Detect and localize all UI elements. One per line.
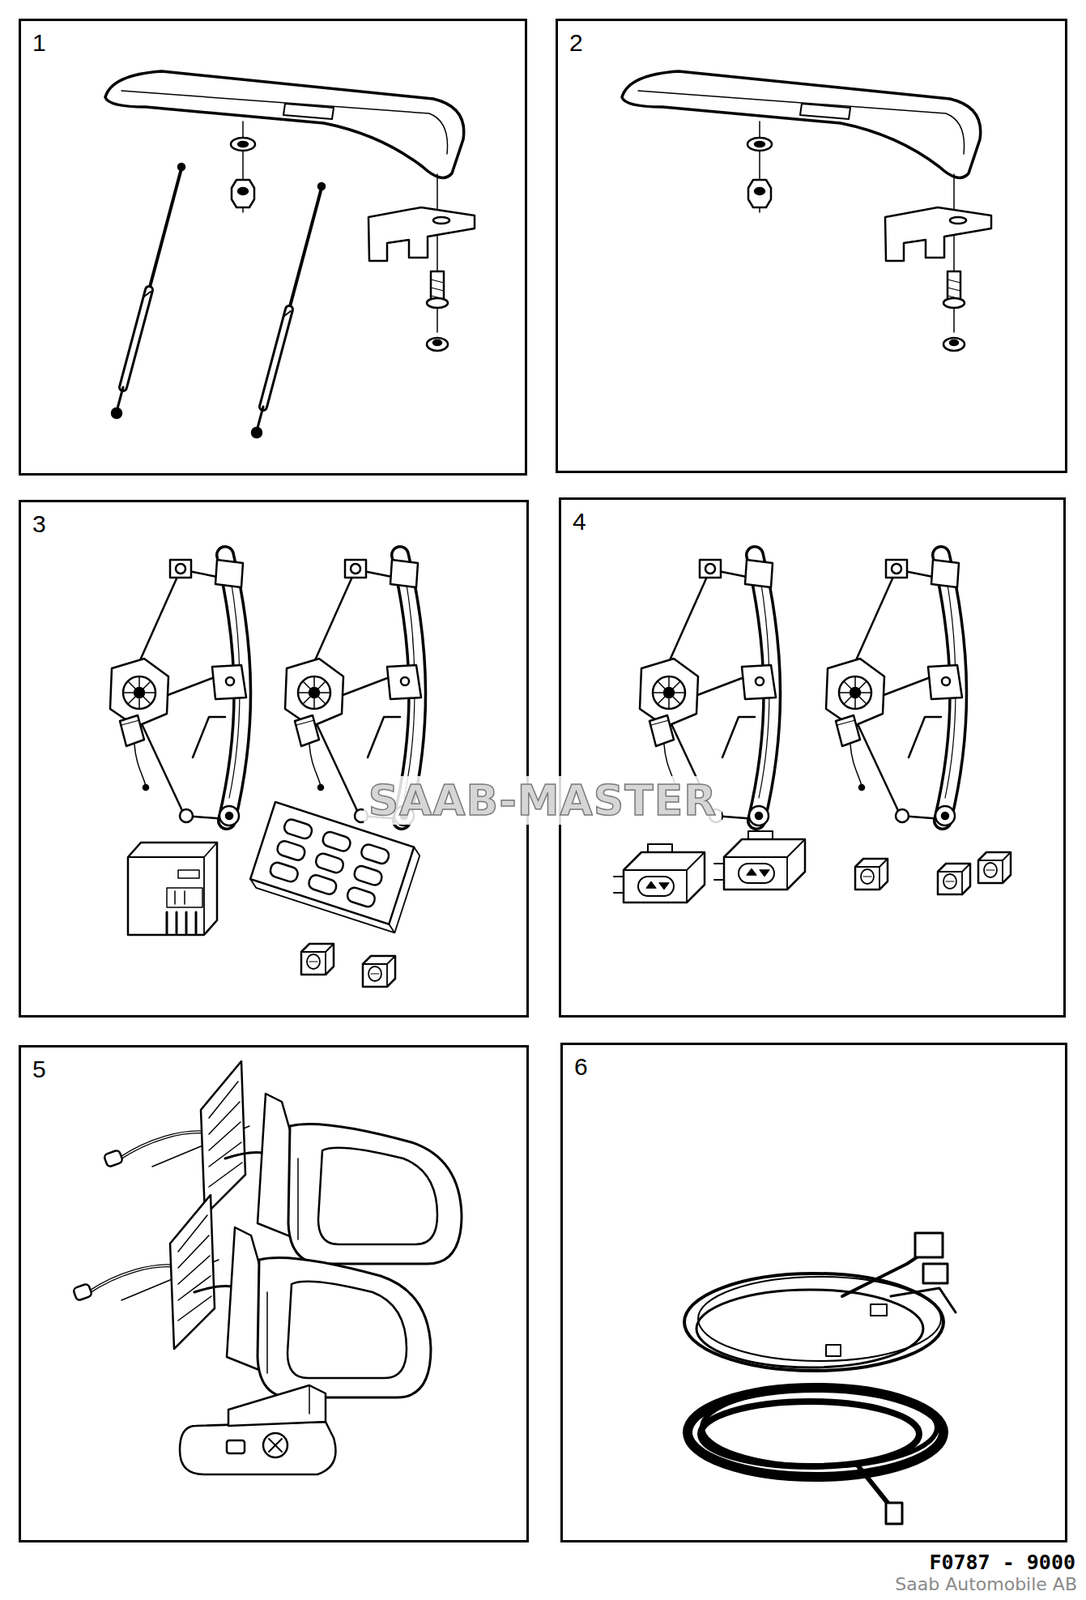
window-regulator	[110, 554, 247, 826]
callout-number: 3	[32, 510, 47, 538]
door-mirror	[72, 1194, 431, 1397]
wiring-harness	[826, 1344, 841, 1356]
callout-number: 5	[32, 1055, 47, 1083]
gas-strut	[251, 183, 325, 438]
spoiler-kit-2	[621, 71, 992, 351]
switch-plate	[306, 873, 338, 896]
window-switch	[362, 955, 396, 987]
window-switch-double	[714, 830, 805, 890]
wiring-harness	[687, 1387, 944, 1477]
gas-strut	[111, 163, 185, 418]
window-regulator	[826, 554, 963, 826]
door-mirror	[72, 1194, 431, 1397]
switch-plate	[282, 817, 314, 840]
switch-plate	[353, 864, 384, 887]
callout-number: 6	[574, 1052, 588, 1081]
window-switch	[855, 858, 888, 890]
window-switch	[937, 863, 971, 895]
wiring-harness	[684, 1232, 956, 1371]
relay	[178, 869, 200, 878]
gas-strut	[111, 163, 185, 418]
wiring-harness	[890, 1287, 956, 1312]
mirror-switch	[226, 1439, 245, 1453]
relay	[166, 887, 203, 908]
mirror-switch	[179, 1384, 337, 1474]
window-switch	[978, 851, 1011, 883]
panel-box: 4	[558, 497, 1066, 1018]
mirror-switch	[179, 1421, 337, 1474]
wiring-harness	[698, 1276, 942, 1361]
switch-plate	[359, 842, 391, 865]
switch-plate	[314, 851, 345, 875]
window-switch	[978, 851, 1011, 883]
panel-box: 5	[18, 1044, 529, 1542]
mirror-switch	[228, 1384, 326, 1426]
callout-number: 4	[572, 507, 587, 536]
wiring-harness	[858, 1465, 891, 1507]
window-regulator	[110, 554, 247, 826]
panel-box: 1	[18, 18, 528, 476]
window-switch-double	[613, 843, 705, 903]
wiring-harness	[923, 1263, 948, 1283]
switch-plate	[275, 838, 307, 862]
mirror-switch	[263, 1432, 288, 1457]
switch-plate	[268, 860, 300, 884]
wiring-harness	[687, 1387, 944, 1524]
wiring-harness	[696, 1289, 924, 1368]
wiring-harness	[885, 1502, 903, 1524]
wiring-harness	[915, 1232, 943, 1257]
mirror-switch	[268, 1438, 282, 1452]
relay	[127, 842, 218, 935]
panel-box: 3	[18, 499, 529, 1018]
relay	[127, 842, 218, 935]
relay	[127, 842, 218, 935]
window-switch	[362, 955, 396, 987]
figure-code: F0787 - 9000	[928, 1550, 1076, 1574]
door-mirror	[103, 1060, 462, 1264]
mirror-switch	[308, 1384, 311, 1414]
callout-number: 1	[32, 29, 47, 57]
wiring-harness	[870, 1303, 887, 1316]
wiring-harness	[684, 1273, 944, 1371]
window-switch	[855, 858, 888, 890]
panel-box: 2	[555, 18, 1068, 473]
wiring-harness	[702, 1388, 937, 1466]
watermark: SAAB-MASTER	[363, 775, 723, 825]
switch-plate	[345, 885, 377, 909]
copyright-note: Saab Automobile AB	[894, 1573, 1078, 1594]
window-switch	[301, 943, 334, 975]
window-switch	[301, 943, 334, 975]
window-switch-double	[613, 843, 705, 903]
callout-number: 2	[569, 29, 584, 57]
wiring-harness	[700, 1401, 920, 1466]
switch-plate	[321, 830, 353, 853]
relay	[166, 911, 196, 933]
gas-strut	[251, 183, 325, 438]
window-regulator	[826, 554, 963, 826]
window-switch	[937, 863, 971, 895]
spoiler-kit-2	[621, 71, 992, 351]
window-switch-double	[714, 830, 805, 890]
door-mirror	[103, 1060, 462, 1264]
panel-box: 6	[560, 1042, 1068, 1542]
